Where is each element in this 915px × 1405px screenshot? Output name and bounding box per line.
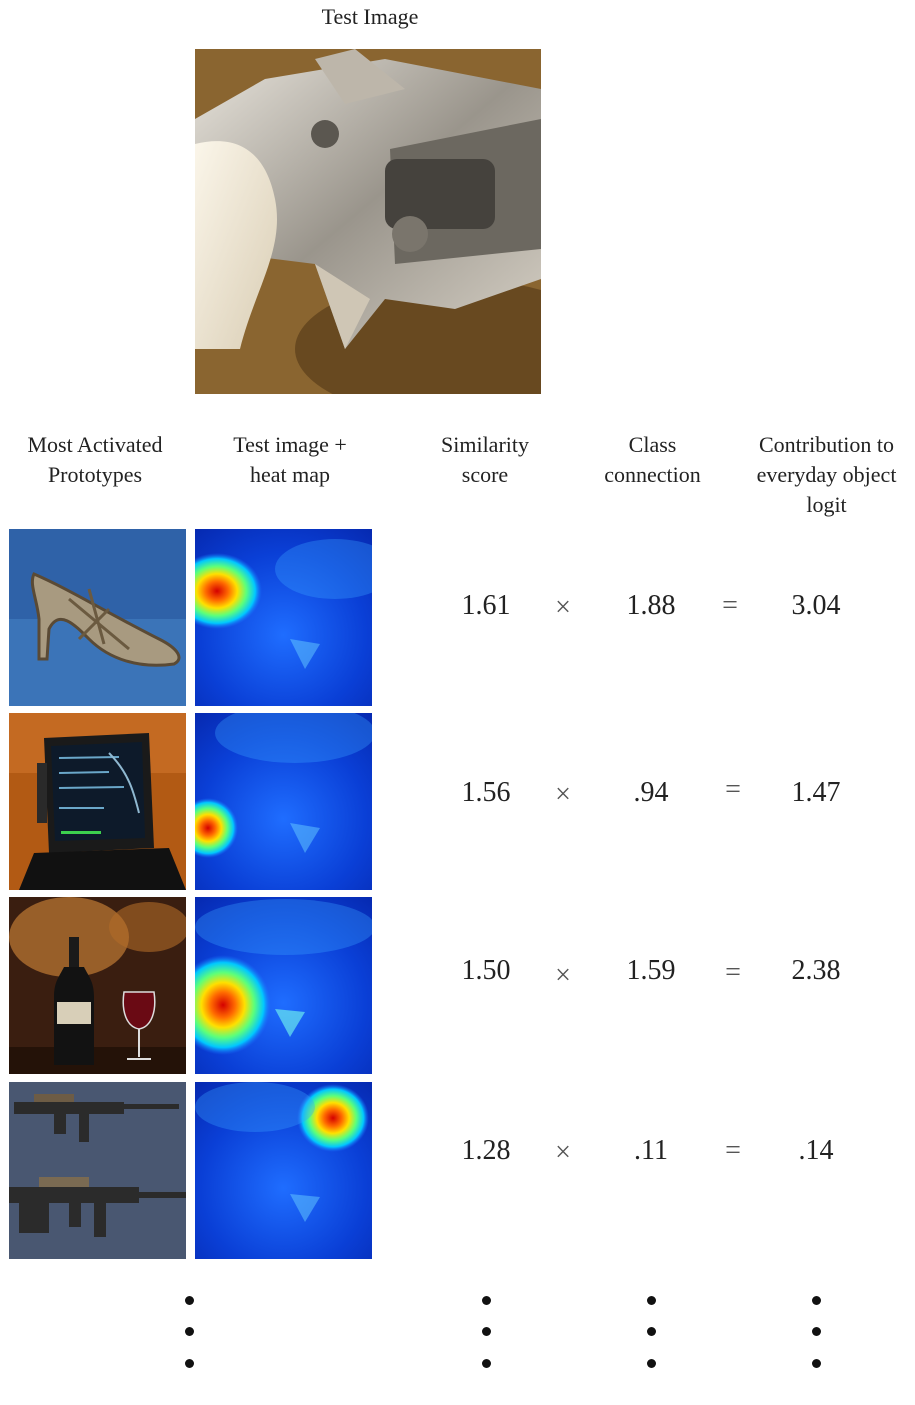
ellipsis-dot <box>812 1296 821 1305</box>
heatmap-image-2 <box>195 713 372 890</box>
header-similarity-line2: score <box>461 462 509 487</box>
heatmap-image-4 <box>195 1082 372 1259</box>
heatmap-image-3 <box>195 897 372 1074</box>
class-connection-1: 1.88 <box>626 590 676 621</box>
high-heel-shoe-icon <box>9 529 186 706</box>
equals-operator-1: = <box>722 590 738 621</box>
ellipsis-dot <box>812 1327 821 1336</box>
ellipsis-dot <box>185 1327 194 1336</box>
ellipsis-dot <box>647 1327 656 1336</box>
ellipsis-dot <box>647 1359 656 1368</box>
similarity-score-2: 1.56 <box>461 777 511 808</box>
ellipsis-dot <box>647 1296 656 1305</box>
equals-operator-4: = <box>725 1135 741 1166</box>
class-connection-2: .94 <box>633 777 669 808</box>
heatmap-image-1 <box>195 529 372 706</box>
times-operator-2: × <box>555 779 571 810</box>
revolver-photo <box>195 49 541 394</box>
contribution-3: 2.38 <box>791 955 841 986</box>
header-contribution-line2: everyday object <box>756 462 897 487</box>
wine-bottle-glass-icon <box>9 897 186 1074</box>
ellipsis-dot <box>482 1327 491 1336</box>
times-operator-1: × <box>555 592 571 623</box>
times-operator-4: × <box>555 1137 571 1168</box>
ellipsis-dot <box>482 1359 491 1368</box>
heatmap-overlay <box>195 539 372 669</box>
test-image <box>195 49 541 394</box>
laptop-icon <box>9 713 186 890</box>
equals-operator-2: = <box>725 774 741 805</box>
ellipsis-dot <box>812 1359 821 1368</box>
similarity-score-4: 1.28 <box>461 1135 511 1166</box>
header-prototypes-line1: Most Activated <box>27 432 163 457</box>
rifles-icon <box>9 1082 186 1259</box>
header-heatmap-line1: Test image + <box>233 432 347 457</box>
class-connection-4: .11 <box>634 1135 668 1166</box>
prototype-image-2 <box>9 713 186 890</box>
test-image-title: Test Image <box>321 4 419 29</box>
prototype-image-3 <box>9 897 186 1074</box>
header-similarity: Similarity score <box>420 430 550 490</box>
header-similarity-line1: Similarity <box>441 432 529 457</box>
times-operator-3: × <box>555 960 571 991</box>
ellipsis-dot <box>185 1359 194 1368</box>
ellipsis-dot <box>482 1296 491 1305</box>
prototype-image-1 <box>9 529 186 706</box>
equals-operator-3: = <box>725 957 741 988</box>
header-contribution-line3: logit <box>806 492 847 517</box>
heatmap-overlay <box>195 899 372 1055</box>
contribution-1: 3.04 <box>791 590 841 621</box>
similarity-score-3: 1.50 <box>461 955 511 986</box>
contribution-2: 1.47 <box>791 777 841 808</box>
header-contribution: Contribution to everyday object logit <box>738 430 915 520</box>
ellipsis-dot <box>185 1296 194 1305</box>
header-heatmap: Test image + heat map <box>195 430 385 490</box>
header-connection-line2: connection <box>604 462 701 487</box>
header-prototypes-line2: Prototypes <box>47 462 143 487</box>
prototype-image-4 <box>9 1082 186 1259</box>
header-prototypes: Most Activated Prototypes <box>5 430 185 490</box>
class-connection-3: 1.59 <box>626 955 676 986</box>
header-contribution-line1: Contribution to <box>758 432 895 457</box>
header-connection: Class connection <box>585 430 720 490</box>
header-heatmap-line2: heat map <box>249 462 331 487</box>
similarity-score-1: 1.61 <box>461 590 511 621</box>
heatmap-overlay <box>195 713 372 858</box>
header-connection-line1: Class <box>628 432 677 457</box>
heatmap-overlay <box>195 1082 369 1222</box>
contribution-4: .14 <box>798 1135 834 1166</box>
